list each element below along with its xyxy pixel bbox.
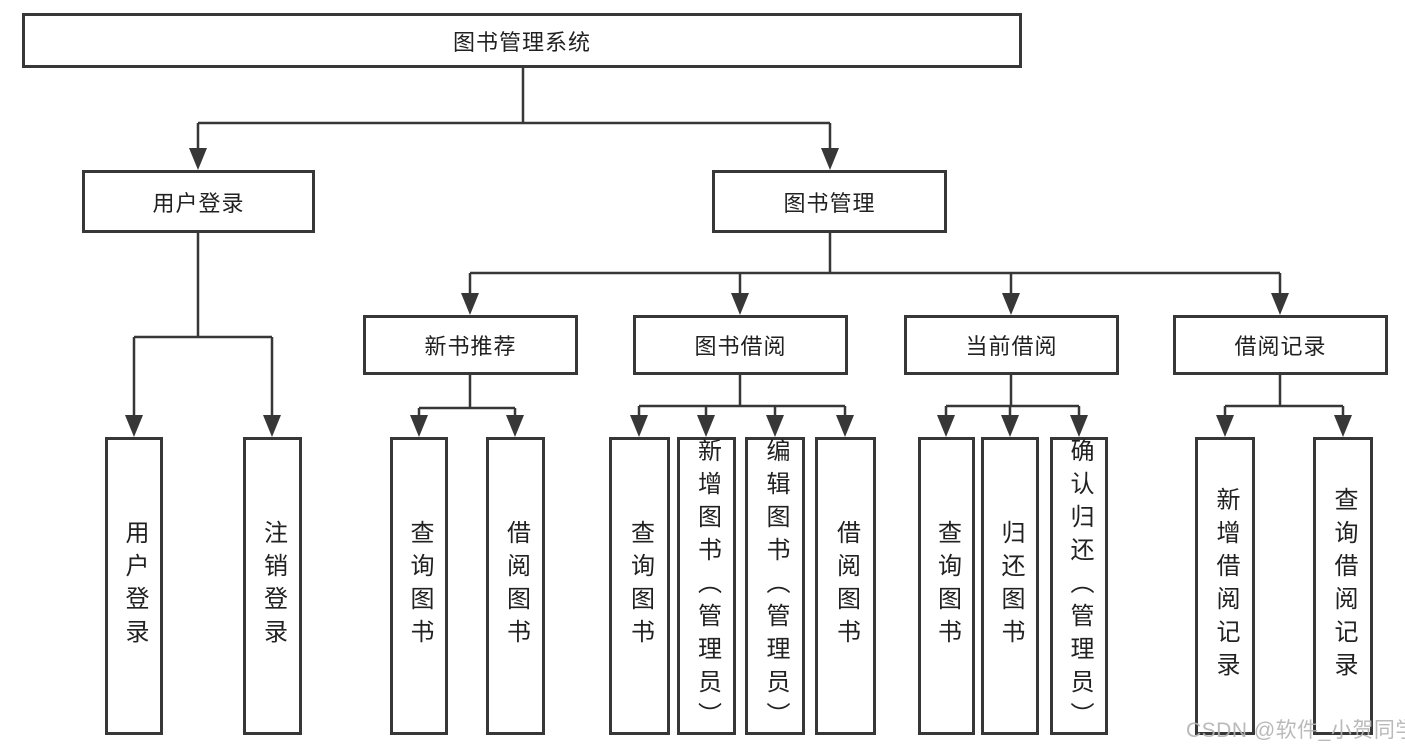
leaf-records-query-record: 查询借阅记录 xyxy=(1313,437,1373,735)
leaf-logout-label: 注销登录 xyxy=(259,520,287,652)
leaf-borrowing-query-books-label: 查询图书 xyxy=(626,520,654,652)
node-book-management-label: 图书管理 xyxy=(783,190,876,216)
leaf-current-return-books-label: 归还图书 xyxy=(997,520,1024,652)
leaf-current-return-books: 归还图书 xyxy=(981,437,1039,735)
leaf-recommend-borrow-books: 借阅图书 xyxy=(486,437,545,735)
leaf-borrowing-borrow-books: 借阅图书 xyxy=(815,437,876,735)
connector-book-management-to-level3 xyxy=(461,233,1289,315)
node-new-book-recommendation: 新书推荐 xyxy=(363,315,578,375)
connector-records-to-leaves xyxy=(1216,375,1352,437)
node-current-borrowing-label: 当前借阅 xyxy=(965,334,1058,359)
leaf-borrowing-add-books-label: 新增图书（管理员） xyxy=(693,437,721,735)
leaf-recommend-query-books: 查询图书 xyxy=(390,437,448,735)
node-root-label: 图书管理系统 xyxy=(452,29,591,55)
leaf-current-confirm-return: 确认归还（管理员） xyxy=(1050,437,1108,735)
node-book-borrowing: 图书借阅 xyxy=(633,315,848,375)
leaf-logout: 注销登录 xyxy=(243,437,302,735)
node-book-management: 图书管理 xyxy=(712,170,947,233)
connector-borrowing-to-leaves xyxy=(630,375,854,437)
connector-recommendation-to-leaves xyxy=(410,375,524,437)
leaf-borrowing-edit-books-label: 编辑图书（管理员） xyxy=(762,437,789,735)
leaf-records-add-record: 新增借阅记录 xyxy=(1195,437,1255,735)
leaf-borrowing-query-books: 查询图书 xyxy=(609,437,670,735)
leaf-records-add-record-label: 新增借阅记录 xyxy=(1212,487,1239,685)
node-borrowing-records-label: 借阅记录 xyxy=(1234,334,1327,359)
leaf-user-login: 用户登录 xyxy=(105,437,163,735)
node-borrowing-records: 借阅记录 xyxy=(1173,315,1388,375)
leaf-current-query-books: 查询图书 xyxy=(918,437,975,735)
connector-current-borrowing-to-leaves xyxy=(937,375,1088,437)
node-user-login-label: 用户登录 xyxy=(152,190,245,216)
leaf-borrowing-borrow-books-label: 借阅图书 xyxy=(832,520,860,652)
connector-user-login-to-leaves xyxy=(125,233,281,437)
leaf-borrowing-add-books: 新增图书（管理员） xyxy=(677,437,736,735)
leaf-user-login-label: 用户登录 xyxy=(121,520,148,652)
leaf-records-query-record-label: 查询借阅记录 xyxy=(1330,487,1357,685)
node-current-borrowing: 当前借阅 xyxy=(904,315,1119,375)
leaf-current-confirm-return-label: 确认归还（管理员） xyxy=(1066,437,1093,735)
leaf-recommend-borrow-books-label: 借阅图书 xyxy=(502,520,530,652)
csdn-watermark: CSDN @软件_小贺同学 xyxy=(1186,719,1405,742)
node-root: 图书管理系统 xyxy=(22,13,1022,68)
leaf-current-query-books-label: 查询图书 xyxy=(933,520,961,652)
node-book-borrowing-label: 图书借阅 xyxy=(694,334,787,359)
leaf-recommend-query-books-label: 查询图书 xyxy=(406,520,433,652)
leaf-borrowing-edit-books: 编辑图书（管理员） xyxy=(745,437,805,735)
node-new-book-recommendation-label: 新书推荐 xyxy=(424,334,517,359)
connector-root-to-level2 xyxy=(189,68,839,170)
node-user-login: 用户登录 xyxy=(82,170,315,233)
